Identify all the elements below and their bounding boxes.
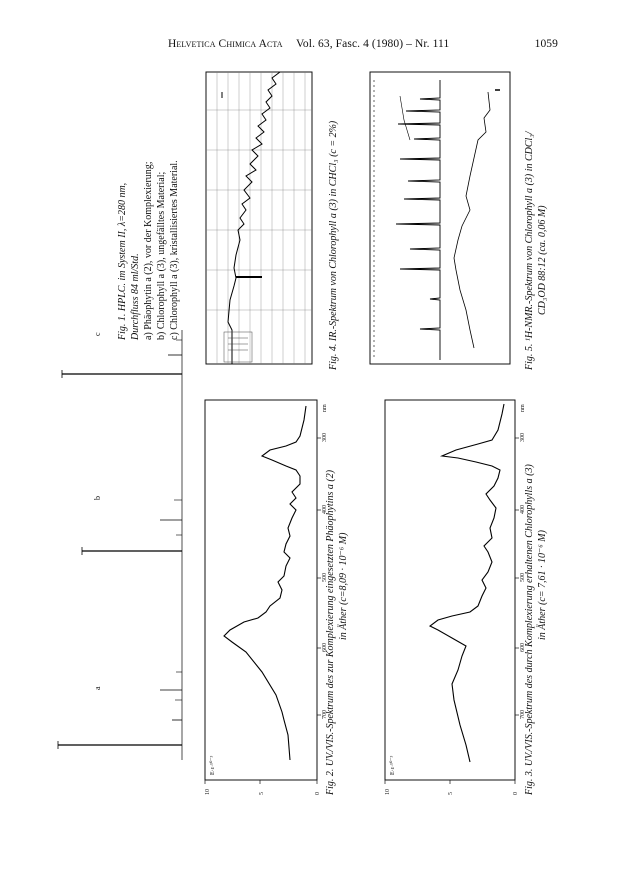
fig5-caption-line1: Fig. 5. ¹H-NMR.-Spektrum von Chlorophyll… xyxy=(524,130,535,371)
fig1-caption-title: Fig. 1. HPLC. im System II, λ=280 nm, xyxy=(117,183,128,341)
running-header: Helvetica Chimica Acta Vol. 63, Fasc. 4 … xyxy=(168,38,558,58)
fig3-x-tick: 500 xyxy=(520,573,526,582)
fig3-y-tick: 0 xyxy=(513,792,519,795)
fig2-x-unit: nm xyxy=(322,404,328,412)
fig3-x-tick: 700 xyxy=(520,710,526,719)
fig3-caption-line2: in Äther (c= 7,61 · 10⁻⁶ M) xyxy=(536,529,548,640)
fig1-panel-label-b: b xyxy=(93,496,102,500)
fig4-caption: Fig. 4. IR.-Spektrum von Chlorophyll a (… xyxy=(328,120,339,371)
fig3-y-tick: 5 xyxy=(448,792,454,795)
fig1-caption-flow: Durchfluss 84 ml/Std. xyxy=(130,253,141,341)
fig1-panel-label-c: c xyxy=(93,332,102,336)
fig2-x-tick: 600 xyxy=(322,643,328,652)
fig2-caption: Fig. 2. UV./VIS.-Spektrum des zur Komple… xyxy=(325,469,349,796)
fig3-uvvis-spectrum: 300 400 500 600 700 nm 10 5 0 E·ε·¹⁰⁻³ xyxy=(384,399,526,795)
fig1-panel-c: c xyxy=(61,332,182,378)
fig5-caption: Fig. 5. ¹H-NMR.-Spektrum von Chlorophyll… xyxy=(524,130,548,371)
fig2-caption-line1: Fig. 2. UV./VIS.-Spektrum des zur Komple… xyxy=(325,469,336,796)
fig2-uvvis-spectrum: 300 400 500 600 700 nm 10 5 0 E·ε·¹⁰⁻³ xyxy=(204,399,328,795)
fig3-x-unit: nm xyxy=(520,404,526,412)
fig3-caption: Fig. 3. UV./VIS.-Spektrum des durch Komp… xyxy=(524,464,548,796)
fig2-y-tick: 0 xyxy=(315,792,321,795)
fig5-caption-line2: CD₃OD 88:12 (ca. 0,06 M) xyxy=(537,205,548,315)
fig2-caption-line2: in Äther (c=8,09 · 10⁻⁶ M) xyxy=(337,532,349,640)
fig2-x-tick: 700 xyxy=(322,710,328,719)
fig2-unit-label: E·ε·¹⁰⁻³ xyxy=(209,755,216,775)
fig3-x-tick: 400 xyxy=(520,505,526,514)
fig3-x-tick: 600 xyxy=(520,643,526,652)
page-number: 1059 xyxy=(534,38,558,50)
fig1-panel-b: b xyxy=(81,496,182,555)
issue-info: Vol. 63, Fasc. 4 (1980) – Nr. 111 xyxy=(296,38,450,50)
fig2-x-tick: 400 xyxy=(322,505,328,514)
fig1-panel-a: a xyxy=(57,671,182,749)
fig2-y-tick: 5 xyxy=(259,792,265,795)
fig2-y-tick: 10 xyxy=(205,789,211,795)
fig3-x-tick: 300 xyxy=(520,433,526,442)
fig1-caption: Fig. 1. HPLC. im System II, λ=280 nm, Du… xyxy=(117,160,180,341)
fig1-hplc: a b c xyxy=(57,330,183,760)
fig1-caption-item-c: c) Chlorophyll a (3), kristallisiertes M… xyxy=(169,160,180,340)
fig3-y-tick: 10 xyxy=(385,789,391,795)
fig3-unit-label: E·ε·¹⁰⁻³ xyxy=(389,755,396,775)
fig2-x-tick: 300 xyxy=(322,433,328,442)
fig5-nmr-spectrum xyxy=(369,71,511,365)
fig3-caption-line1: Fig. 3. UV./VIS.-Spektrum des durch Komp… xyxy=(524,464,535,796)
fig1-panel-label-a: a xyxy=(93,686,102,690)
journal-name: Helvetica Chimica Acta xyxy=(168,38,283,50)
fig1-caption-item-b: b) Chlorophyll a (3), ungefälltes Materi… xyxy=(156,171,167,340)
fig2-x-tick: 500 xyxy=(322,573,328,582)
fig1-caption-item-a: a) Phäophytin a (2), vor der Komplexieru… xyxy=(143,161,154,340)
fig4-ir-spectrum xyxy=(205,71,313,365)
